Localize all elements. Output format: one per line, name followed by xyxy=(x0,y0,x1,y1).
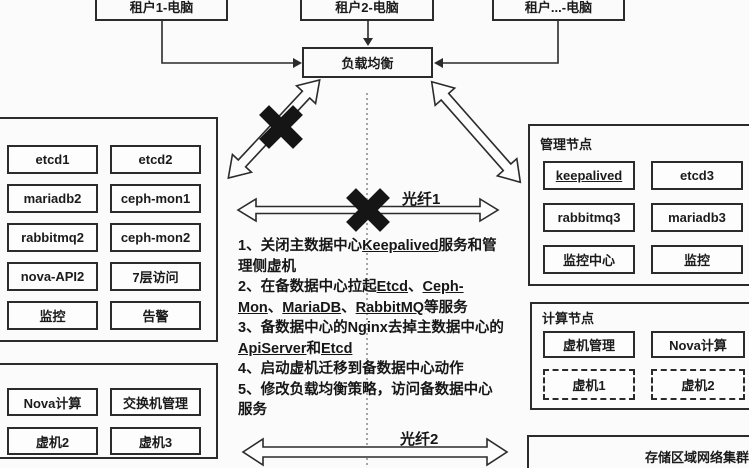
arrowhead-into-lb-top xyxy=(363,38,373,46)
service-box-nova-compute: Nova计算 xyxy=(7,388,98,416)
service-box-mariadb2: mariadb2 xyxy=(7,184,98,213)
primary-dc-services-panel: etcd1 etcd2 mariadb2 ceph-mon1 rabbitmq2… xyxy=(0,117,218,342)
service-box-rabbitmq2: rabbitmq2 xyxy=(7,223,98,252)
service-box-nova-api2: nova-API2 xyxy=(7,262,98,291)
service-box-monitor: 监控 xyxy=(7,301,98,330)
fiber1-failure-x-mark xyxy=(346,188,390,232)
service-box-switch-mgmt: 交换机管理 xyxy=(110,388,201,416)
fiber1-link-arrow xyxy=(236,197,500,223)
service-box-rabbitmq3: rabbitmq3 xyxy=(543,203,635,232)
management-node-grid: keepalived etcd3 rabbitmq3 mariadb3 监控中心… xyxy=(543,161,749,274)
lb-to-backup-dc-link-arrow xyxy=(430,80,522,184)
service-box-nova-compute2: Nova计算 xyxy=(651,331,745,358)
service-box-etcd1: etcd1 xyxy=(7,145,98,174)
tenant2-computer-box: 租户2-电脑 xyxy=(300,0,434,21)
primary-link-failure-x-mark xyxy=(259,105,303,149)
service-box-vm-mgmt: 虚机管理 xyxy=(543,331,635,358)
fiber1-label: 光纤1 xyxy=(402,191,441,208)
tenant1-to-lb-connector xyxy=(161,21,294,64)
tenant3-to-lb-connector xyxy=(441,21,559,64)
vm-box-vm1-dashed: 虚机1 xyxy=(543,369,635,400)
service-box-monitor-center: 监控中心 xyxy=(543,245,635,274)
compute-node-grid: 虚机管理 Nova计算 虚机1 虚机2 xyxy=(543,331,749,400)
backup-dc-compute-node-panel: 计算节点 虚机管理 Nova计算 虚机1 虚机2 xyxy=(530,302,749,410)
vm-box-vm2: 虚机2 xyxy=(7,427,98,455)
management-node-title: 管理节点 xyxy=(540,137,593,152)
tenant1-computer-box: 租户1-电脑 xyxy=(95,0,228,21)
service-box-keepalived: keepalived xyxy=(543,161,635,190)
service-box-ceph-mon1: ceph-mon1 xyxy=(110,184,201,213)
lb-to-primary-dc-link-arrow xyxy=(227,78,321,180)
arrowhead-into-lb-left xyxy=(293,58,302,68)
service-box-mariadb3: mariadb3 xyxy=(651,203,743,232)
fiber2-link-arrow xyxy=(241,437,509,467)
service-box-etcd2: etcd2 xyxy=(110,145,201,174)
storage-area-network-cluster-box: 存储区域网络集群 xyxy=(527,435,749,468)
compute-node-title: 计算节点 xyxy=(542,311,595,326)
vm-box-vm3: 虚机3 xyxy=(110,427,201,455)
primary-dc-compute-panel: Nova计算 交换机管理 虚机2 虚机3 xyxy=(0,363,218,459)
service-box-l7-access: 7层访问 xyxy=(110,262,201,291)
tenant-n-computer-box: 租户...-电脑 xyxy=(492,0,625,21)
primary-dc-compute-grid: Nova计算 交换机管理 虚机2 虚机3 xyxy=(0,365,216,455)
vm-box-vm2-dashed: 虚机2 xyxy=(651,369,745,400)
fiber2-label: 光纤2 xyxy=(400,431,439,448)
arrowhead-into-lb-right xyxy=(434,58,443,68)
service-box-monitor2: 监控 xyxy=(651,245,743,274)
service-box-ceph-mon2: ceph-mon2 xyxy=(110,223,201,252)
primary-dc-services-grid: etcd1 etcd2 mariadb2 ceph-mon1 rabbitmq2… xyxy=(0,119,216,330)
service-box-etcd3: etcd3 xyxy=(651,161,743,190)
backup-dc-management-node-panel: 管理节点 keepalived etcd3 rabbitmq3 mariadb3… xyxy=(528,124,749,286)
service-box-alarm: 告警 xyxy=(110,301,201,330)
load-balancer-box: 负载均衡 xyxy=(302,47,433,78)
